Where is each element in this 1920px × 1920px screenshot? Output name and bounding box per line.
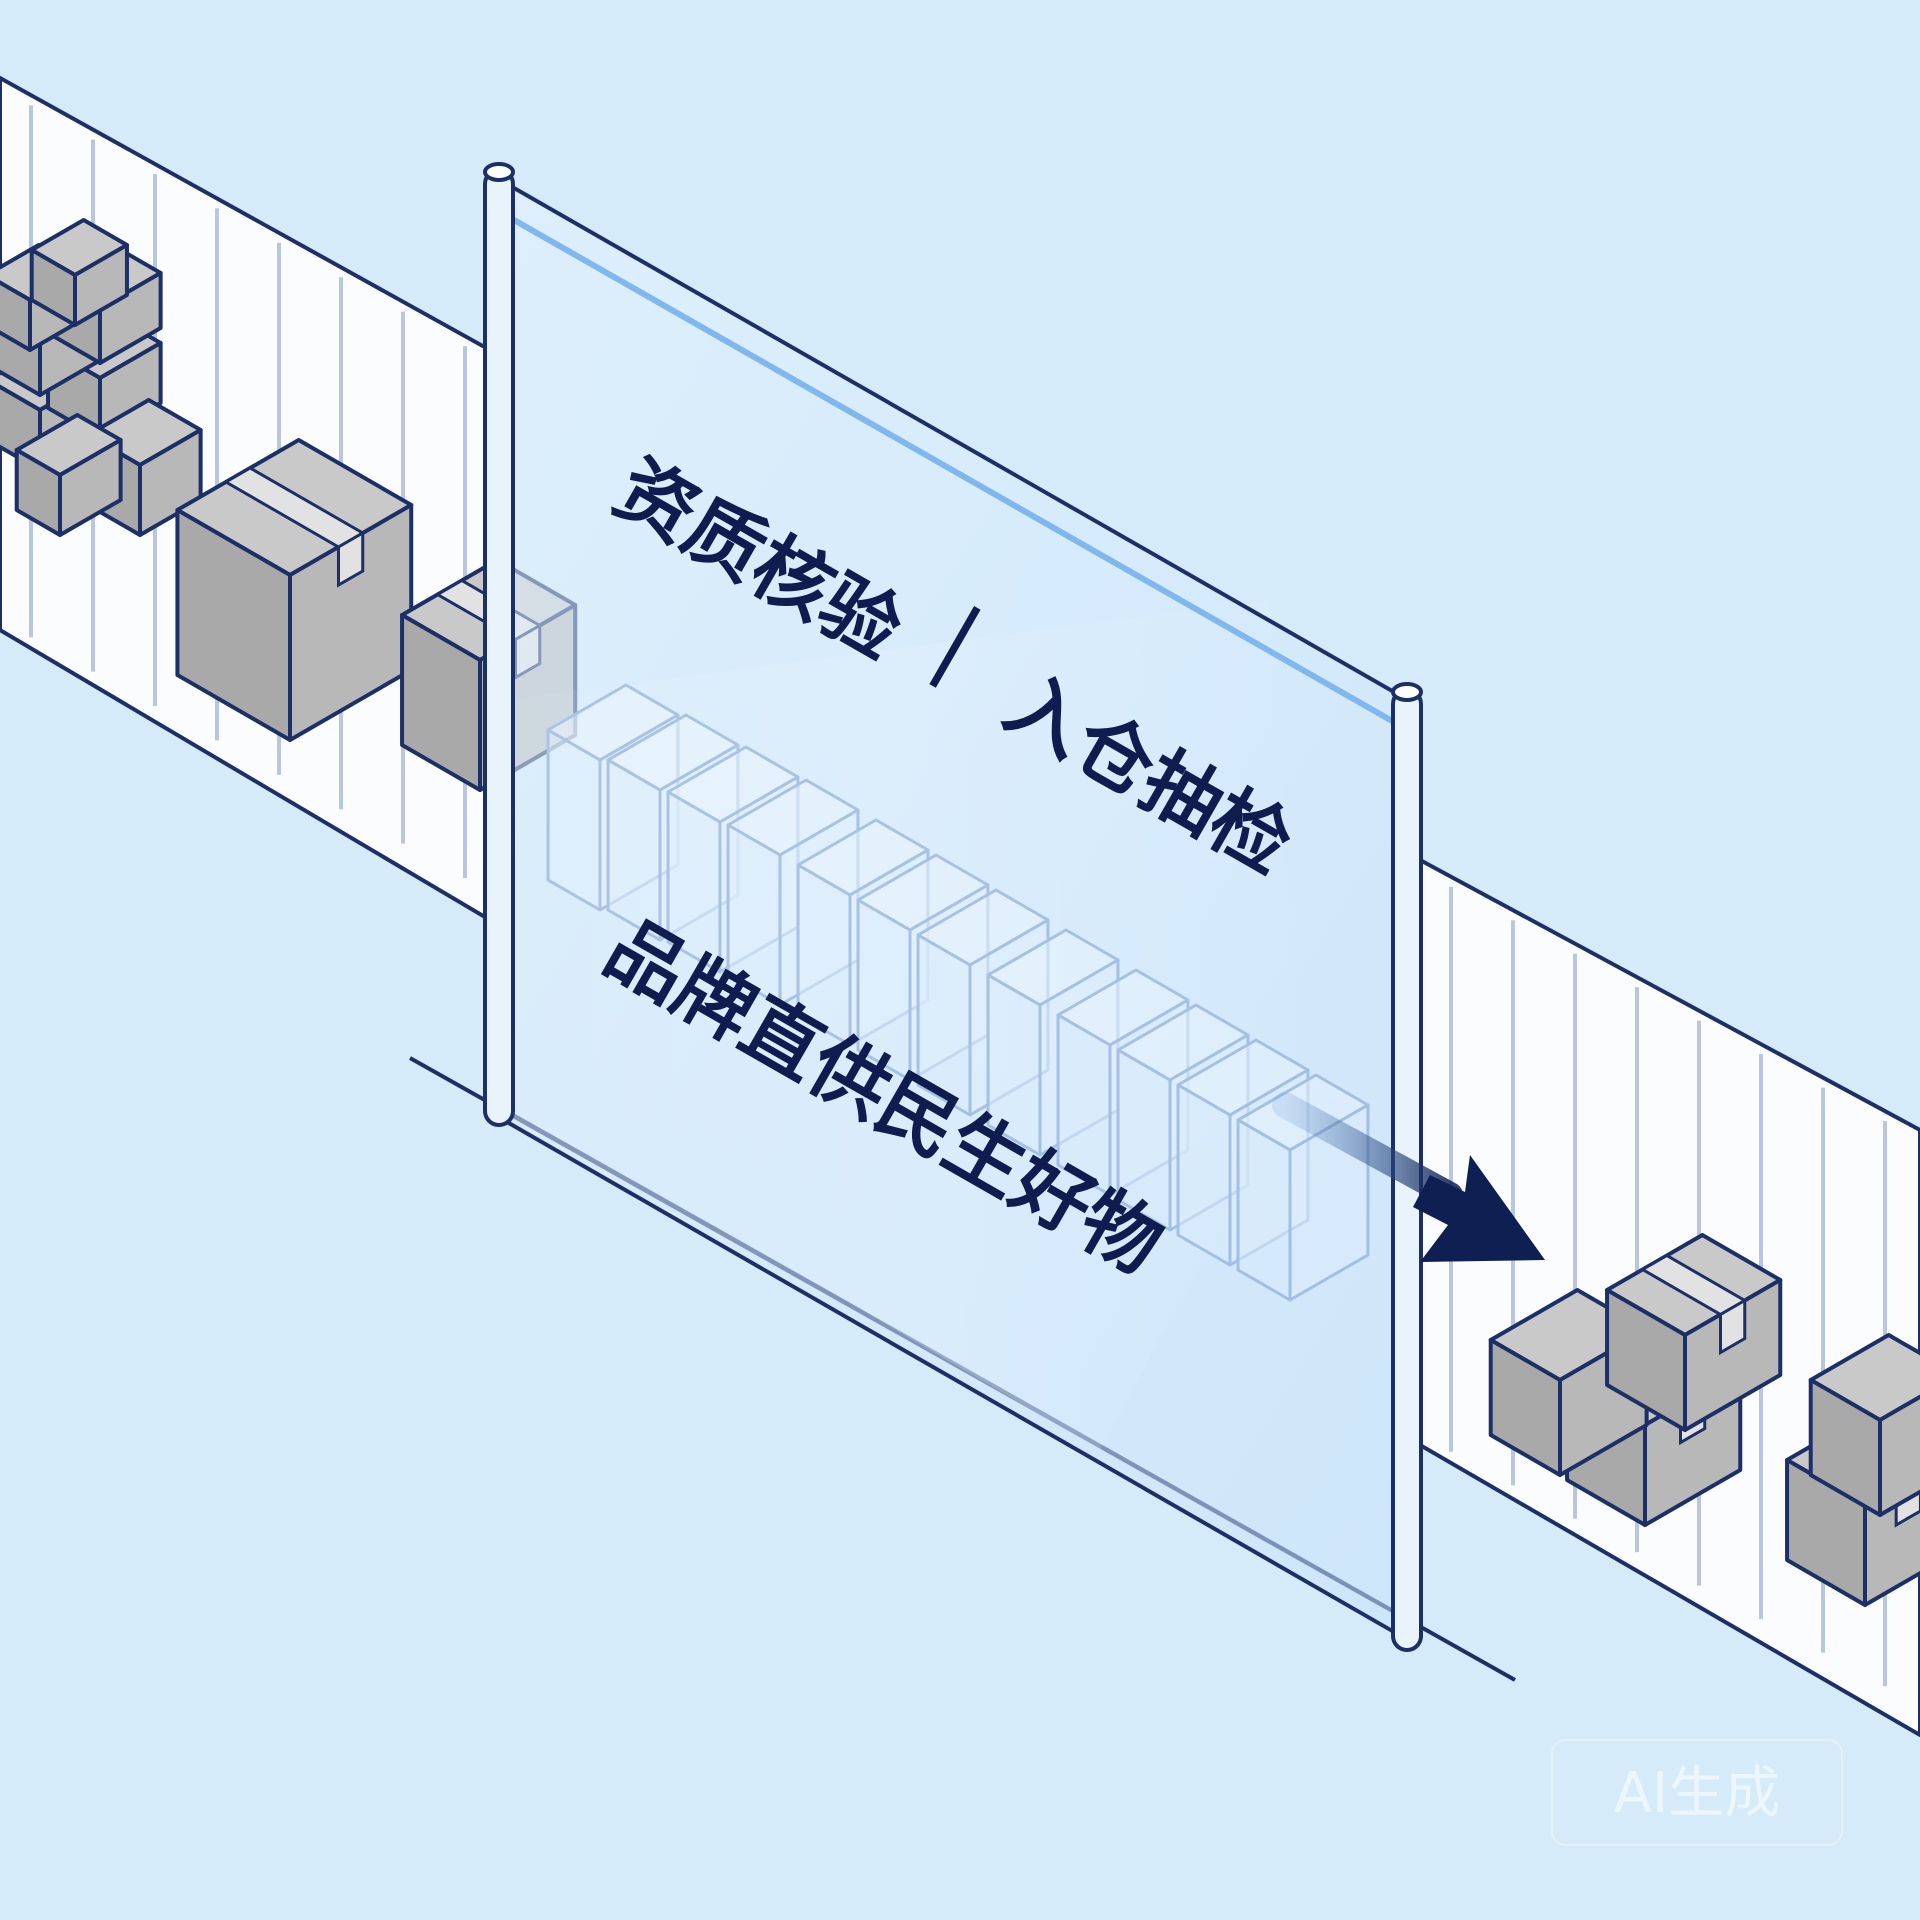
svg-text:AI生成: AI生成 bbox=[1614, 1761, 1781, 1826]
ai-generated-watermark: AI生成 bbox=[1551, 1739, 1843, 1846]
cardboard-box-icon bbox=[175, 438, 414, 742]
glass-top-highlight bbox=[498, 209, 1410, 733]
outgoing-boxes bbox=[1488, 1233, 1920, 1607]
cardboard-box-icon bbox=[1605, 1233, 1783, 1432]
gate-post-left bbox=[483, 162, 515, 1127]
arrow-right-down-icon bbox=[1272, 1092, 1545, 1262]
cardboard-box-icon bbox=[29, 218, 129, 327]
cardboard-box-icon bbox=[14, 413, 123, 537]
cardboard-box-icon bbox=[1808, 1333, 1920, 1517]
